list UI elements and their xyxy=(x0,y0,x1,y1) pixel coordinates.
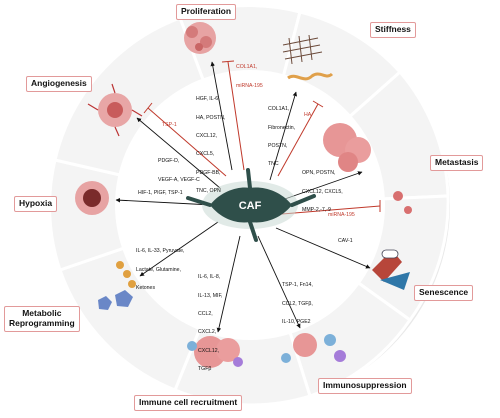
senescence-illustration xyxy=(372,249,410,290)
inhib-metastasis xyxy=(281,205,381,215)
hypoxia-illustration xyxy=(75,181,109,215)
molecules-proliferation-inhibitors: COL1A1, miRNA-195 xyxy=(236,52,263,101)
label-senescence: Senescence xyxy=(414,285,474,301)
label-angiogenesis: Angiogenesis xyxy=(26,76,92,92)
mol-prolif-1: HA, POSTN, xyxy=(196,114,226,121)
mol-recruit-2: CCL2, xyxy=(198,311,213,317)
arrow-proliferation xyxy=(210,61,233,171)
mol-prolif-4: PDGF-BB, xyxy=(196,169,221,176)
immune-recruitment-illustration xyxy=(187,336,243,368)
arrow-immunosuppression xyxy=(257,235,301,329)
angiogenesis-illustration xyxy=(87,83,143,137)
proliferation-illustration xyxy=(184,22,216,54)
mol-metab-1: Lactate, Glutamine, xyxy=(136,266,181,273)
mol-recruit-0: IL-6, IL-8, xyxy=(198,274,221,281)
mol-meta-1: CXCL12, CXCL5, xyxy=(302,188,343,195)
mol-metab-2: Ketones xyxy=(136,285,156,291)
label-immunosuppression: Immunosuppression xyxy=(318,378,412,394)
mol-recruit-3: CXCL2, xyxy=(198,329,217,336)
inhibition-lines xyxy=(143,60,381,215)
mol-prolif-inhib-1: miRNA-195 xyxy=(236,82,263,89)
mol-meta-0: OPN, POSTN, xyxy=(302,170,336,177)
mol-recruit-4: CXCL12, xyxy=(198,347,220,354)
molecules-hypoxia: HIF-1, PlGF, TSP-1 xyxy=(138,190,183,196)
molecules-angiogenesis-inhibitor: TSP-1 xyxy=(162,122,177,128)
molecules-metastasis: OPN, POSTN, CXCL12, CXCL5, MMP-2,-7,-9 xyxy=(302,158,343,225)
mol-metab-0: IL-6, IL-33, Pyruvate, xyxy=(136,248,185,255)
mol-prolif-0: HGF, IL-6, xyxy=(196,96,220,103)
label-stiffness: Stiffness xyxy=(370,22,416,38)
mol-immsup-0: TSP-1, Fn14, xyxy=(282,282,313,289)
molecules-metabolic: IL-6, IL-33, Pyruvate, Lactate, Glutamin… xyxy=(136,236,184,303)
metabolic-illustration xyxy=(98,261,136,310)
molecules-immunosuppression: TSP-1, Fn14, CCL2, TGFβ, IL-10, PGE2 xyxy=(282,270,313,337)
label-immune-recruitment: Immune cell recruitment xyxy=(134,395,243,411)
mol-prolif-inhib-0: COL1A1, xyxy=(236,64,258,71)
label-metabolic-line1: Metabolic xyxy=(22,308,62,318)
label-metabolic-line2: Reprogramming xyxy=(9,317,75,328)
label-hypoxia: Hypoxia xyxy=(14,196,58,212)
molecules-stiffness: COL1A1, Fibronectin, POSTN, TNC xyxy=(268,94,295,180)
mol-stiff-1: Fibronectin, xyxy=(268,124,296,131)
mol-stiff-3: TNC xyxy=(268,161,279,168)
inhib-proliferation xyxy=(227,61,245,171)
caf-cell: CAF xyxy=(186,168,316,242)
metastasis-illustration xyxy=(323,123,412,214)
mol-meta-2: MMP-2,-7,-9 xyxy=(302,207,331,213)
arrow-metastasis xyxy=(281,171,363,201)
mol-stiff-0: COL1A1, xyxy=(268,106,290,113)
arrow-angiogenesis xyxy=(136,117,221,189)
mol-prolif-3: CXCL5, xyxy=(196,151,215,158)
immunosuppression-illustration xyxy=(281,333,346,363)
label-metastasis: Metastasis xyxy=(430,155,484,171)
mol-immsup-1: CCL2, TGFβ, xyxy=(282,300,313,307)
stiffness-illustration xyxy=(282,34,334,81)
mol-prolif-5: TNC, OPN xyxy=(196,188,221,195)
caf-label: CAF xyxy=(239,200,262,212)
mol-immsup-2: IL-10, PGE2 xyxy=(282,319,311,325)
mol-angio-1: VEGF-A, VEGF-C xyxy=(158,176,200,183)
arrow-stiffness xyxy=(269,91,298,181)
arrow-immune-recruitment xyxy=(216,235,241,333)
molecules-senescence: CAV-1 xyxy=(338,238,353,244)
inhib-angiogenesis xyxy=(147,107,227,177)
molecules-stiffness-inhibitor: HA xyxy=(304,112,312,118)
mol-prolif-2: CXCL12, xyxy=(196,133,218,139)
label-proliferation: Proliferation xyxy=(176,4,237,20)
arrow-senescence xyxy=(275,227,371,269)
inhib-stiffness xyxy=(277,103,319,177)
arrow-hypoxia xyxy=(115,197,213,206)
mol-recruit-1: IL-13, MIF, xyxy=(198,292,223,299)
molecules-immune-recruitment: IL-6, IL-8, IL-13, MIF, CCL2, CXCL2, CXC… xyxy=(198,262,223,385)
mol-angio-0: PDGF-D, xyxy=(158,158,180,165)
activation-arrows xyxy=(115,61,371,333)
mol-recruit-5: TGFβ xyxy=(198,366,212,373)
label-metabolic: Metabolic Reprogramming xyxy=(4,306,80,332)
mol-stiff-2: POSTN, xyxy=(268,143,288,149)
molecules-proliferation: HGF, IL-6, HA, POSTN, CXCL12, CXCL5, PDG… xyxy=(196,84,225,207)
molecules-angiogenesis: PDGF-D, VEGF-A, VEGF-C xyxy=(158,146,200,195)
arrow-metabolic xyxy=(139,221,219,277)
molecules-metastasis-inhibitor: miRNA-195 xyxy=(328,212,355,218)
